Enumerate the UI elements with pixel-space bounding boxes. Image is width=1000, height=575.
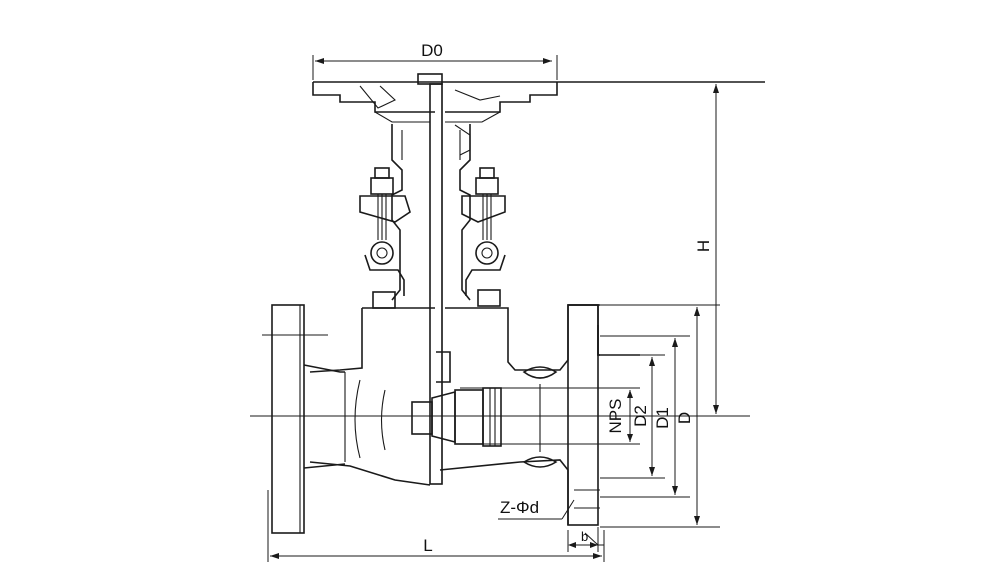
dim-d1 bbox=[600, 335, 690, 498]
dim-b bbox=[567, 527, 604, 552]
label-b: b bbox=[581, 529, 588, 544]
gate-wedge bbox=[411, 351, 502, 447]
yoke bbox=[391, 124, 471, 301]
label-d0: D0 bbox=[421, 41, 443, 60]
dim-h bbox=[713, 84, 719, 414]
label-nps: NPS bbox=[606, 399, 625, 434]
handwheel bbox=[312, 73, 765, 123]
label-z-phi-d: Z-Φd bbox=[500, 498, 539, 517]
dim-d2 bbox=[600, 354, 665, 479]
label-d1: D1 bbox=[653, 407, 672, 429]
label-d: D bbox=[675, 412, 694, 424]
label-l: L bbox=[423, 536, 432, 555]
label-h: H bbox=[694, 240, 713, 252]
dim-l bbox=[267, 490, 605, 562]
dim-nps bbox=[627, 390, 633, 442]
left-flange bbox=[262, 304, 346, 534]
stem bbox=[429, 83, 443, 485]
dim-d bbox=[600, 304, 720, 528]
valve-body bbox=[309, 304, 640, 526]
dim-d0 bbox=[312, 55, 558, 80]
dim-bolt-holes bbox=[498, 489, 600, 520]
left-gland-bolt bbox=[359, 167, 411, 296]
label-d2: D2 bbox=[631, 405, 650, 427]
right-gland-bolt bbox=[461, 167, 506, 296]
